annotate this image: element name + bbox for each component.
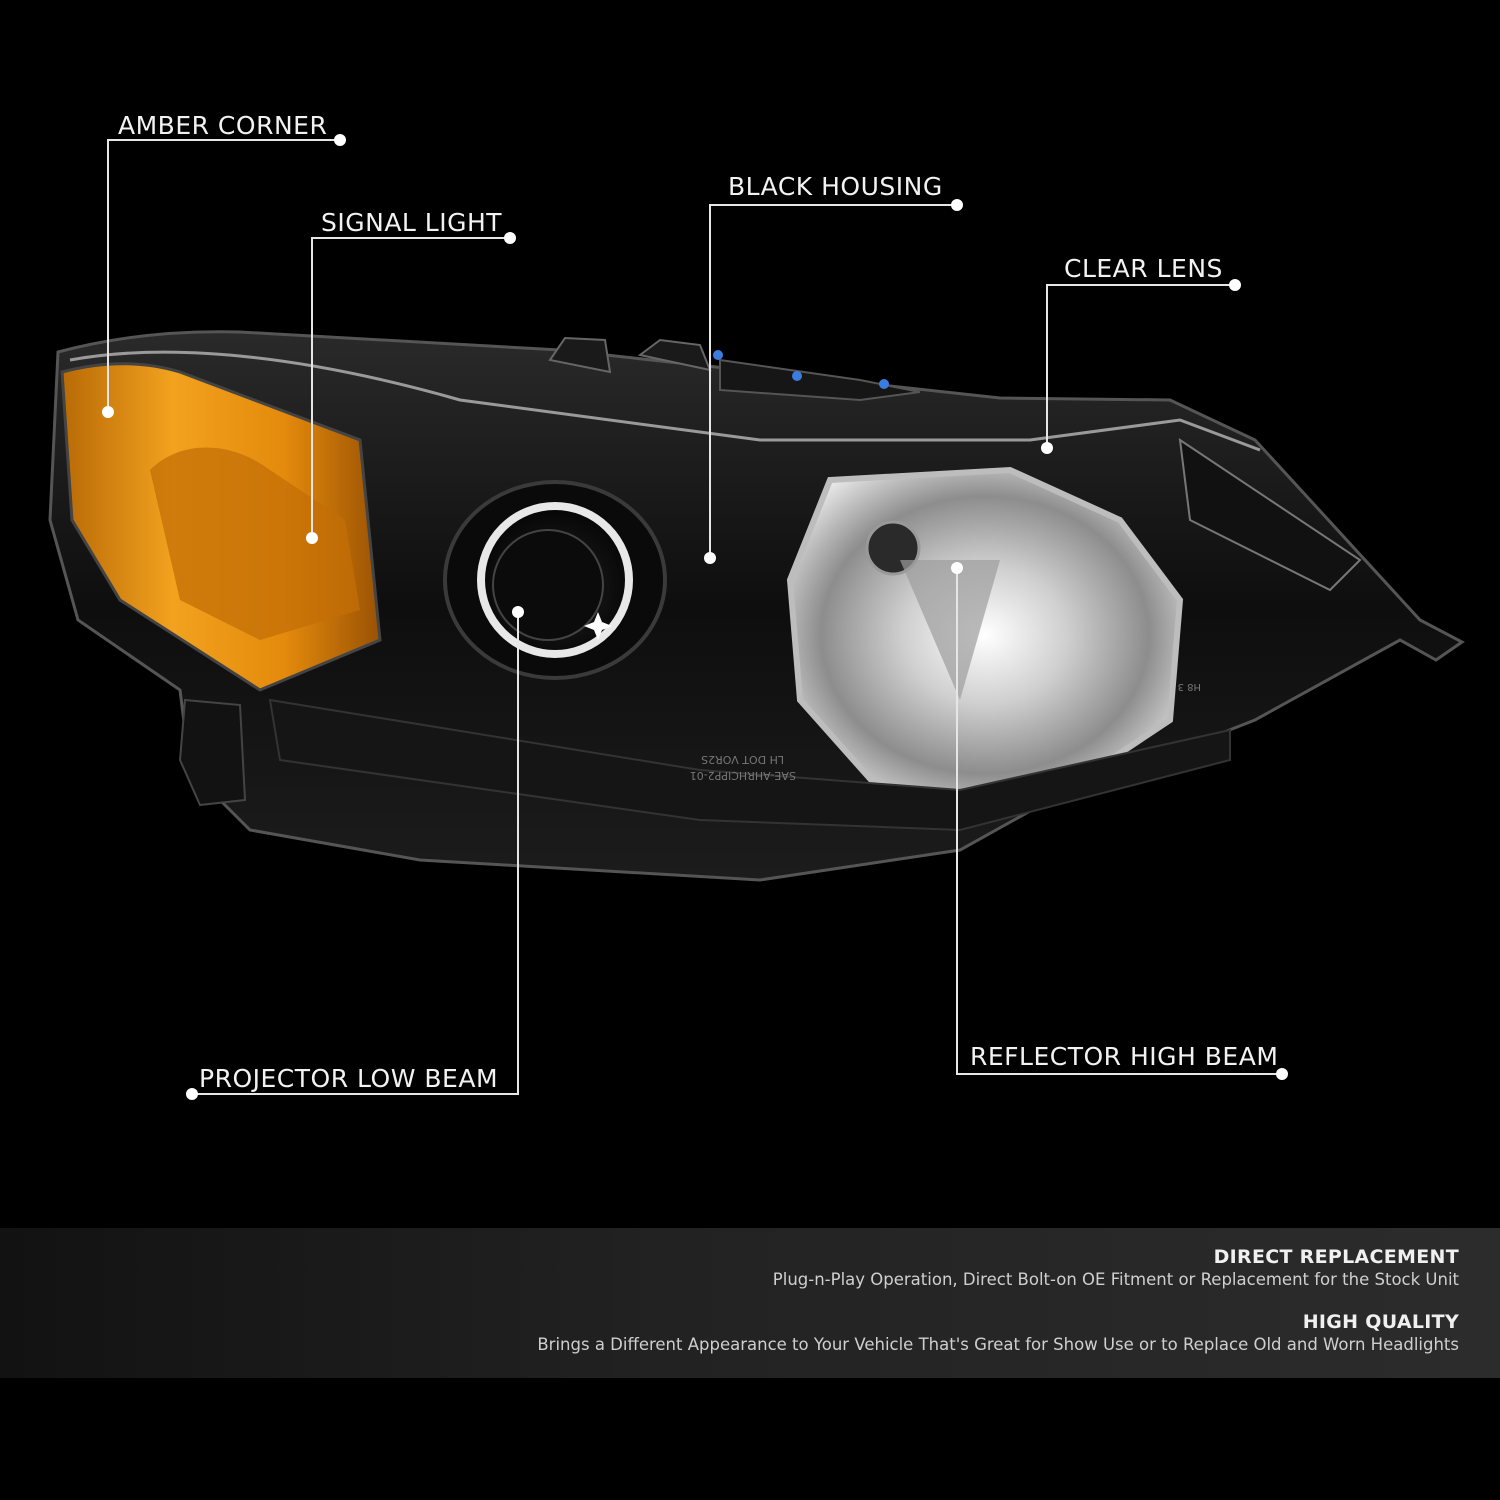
reflector-facets [900,560,1000,700]
projector-low-beam-target-dot [512,606,524,618]
top-bracket [719,358,921,402]
sparkle-icon [584,612,612,640]
projector-low-beam-dot [186,1088,198,1100]
signal-light-leader [311,237,510,538]
top-bracket [637,338,712,372]
top-bracket [548,336,612,374]
side-trim [1178,437,1362,592]
screw-icon [713,350,723,360]
feature-title-direct-replacement: DIRECT REPLACEMENT [1213,1246,1459,1268]
signal-reflector [150,447,360,640]
headlight-body: LH DOT VOR2S SAE-AHRHCIPP2-01 H8 3 [48,330,1465,882]
lens-marking-line1: LH DOT VOR2S [701,753,784,766]
clear-lens-target-dot [1041,442,1053,454]
wiring-connector [178,698,247,807]
black-housing-target-dot [704,552,716,564]
amber-corner-leader [107,139,340,412]
reflector-high-beam-leader [956,568,1282,1075]
black-housing-dot [951,199,963,211]
feature-desc-high-quality: Brings a Different Appearance to Your Ve… [537,1335,1459,1354]
black-housing-leader [709,204,957,558]
signal-light-target-dot [306,532,318,544]
clear-lens-leader [1046,284,1235,448]
screw-icon [792,371,802,381]
lens-marking-bulb: H8 3 [1178,681,1201,692]
lower-trim [268,698,1231,832]
feature-banner: DIRECT REPLACEMENT Plug-n-Play Operation… [0,1228,1500,1378]
amber-corner-target-dot [102,406,114,418]
black-housing-label: BLACK HOUSING [728,172,943,201]
reflector-high-beam-label: REFLECTOR HIGH BEAM [970,1042,1279,1071]
reflector-high-beam-target-dot [951,562,963,574]
projector-low-beam-leader [192,612,519,1095]
feature-desc-direct-replacement: Plug-n-Play Operation, Direct Bolt-on OE… [772,1270,1459,1289]
signal-light-label: SIGNAL LIGHT [321,208,503,237]
lens-marking-line2: SAE-AHRHCIPP2-01 [690,769,796,782]
projector-lens [492,529,604,641]
callout-lines [107,139,1282,1095]
screw-icon [879,379,889,389]
clear-lens-dot [1229,279,1241,291]
projector-low-beam-label: PROJECTOR LOW BEAM [199,1064,499,1093]
clear-lens-label: CLEAR LENS [1064,254,1223,283]
clear-lens-rim [69,350,1261,452]
reflector-housing [786,466,1184,804]
amber-corner-label: AMBER CORNER [118,111,328,140]
amber-corner-dot [334,134,346,146]
reflector-high-beam-dot [1276,1068,1288,1080]
signal-light-dot [504,232,516,244]
feature-title-high-quality: HIGH QUALITY [1302,1311,1459,1333]
callout-dots [102,134,1288,1100]
